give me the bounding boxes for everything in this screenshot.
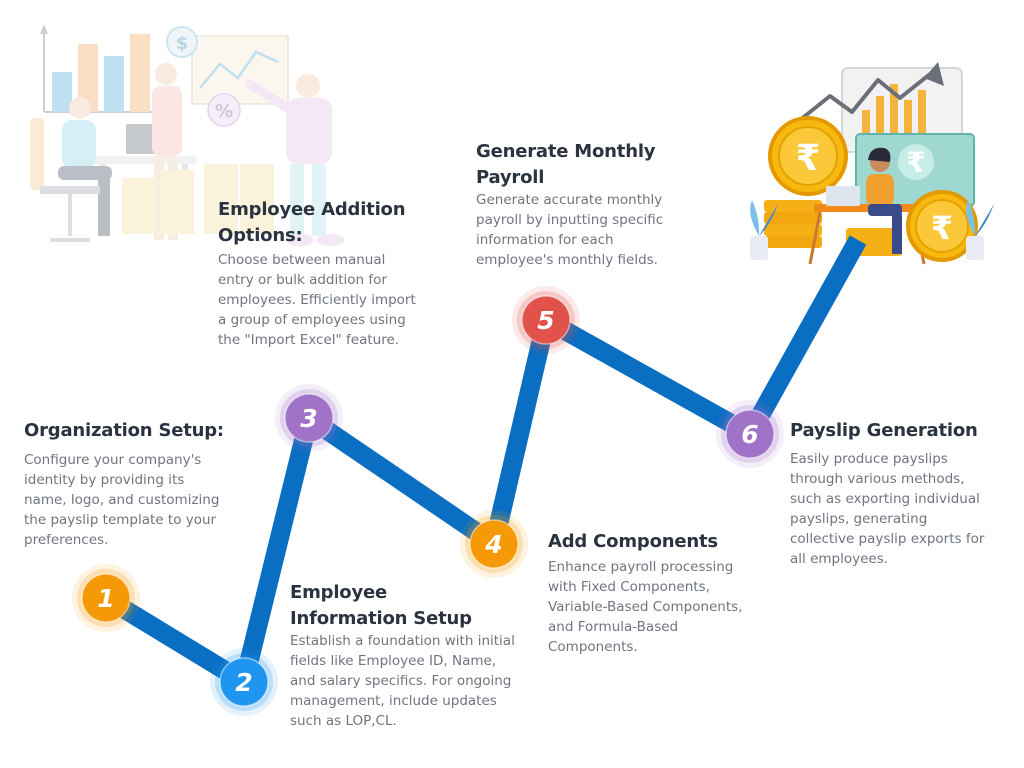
banknote-rupee-symbol: ₹: [906, 146, 925, 179]
step-5-title: Generate Monthly Payroll: [476, 141, 656, 188]
step-node-4: 4: [460, 510, 528, 578]
step-1-title: Organization Setup:: [24, 420, 224, 441]
step-6-description: Easily produce payslips through various …: [790, 451, 985, 567]
step-1-description: Configure your company's identity by pro…: [24, 452, 220, 548]
percent-symbol: %: [215, 101, 233, 122]
step-5-description: Generate accurate monthly payroll by inp…: [476, 192, 664, 268]
step-4-title: Add Components: [548, 531, 718, 552]
step-number-4: 4: [484, 530, 502, 559]
coin-rupee-symbol: ₹: [795, 138, 820, 179]
step-3-description: Choose between manual entry or bulk addi…: [218, 252, 416, 348]
step-4-description: Enhance payroll processing with Fixed Co…: [548, 559, 743, 655]
step-number-1: 1: [97, 584, 114, 613]
coin-rupee-symbol-small: ₹: [931, 209, 953, 247]
step-node-1: 1: [72, 564, 140, 632]
step-node-6: 6: [716, 400, 784, 468]
step-3-title: Employee Addition Options:: [218, 199, 406, 246]
payroll-coins-illustration: ₹ ₹ ₹: [750, 62, 994, 265]
step-number-5: 5: [537, 306, 554, 335]
step-6-title: Payslip Generation: [790, 420, 978, 441]
step-number-6: 6: [741, 420, 758, 449]
step-number-2: 2: [235, 668, 252, 697]
step-2-title: Employee Information Setup: [290, 582, 472, 629]
step-node-3: 3: [275, 384, 343, 452]
step-node-2: 2: [210, 648, 278, 716]
step-2-description: Establish a foundation with initial fiel…: [290, 633, 515, 729]
step-node-5: 5: [512, 286, 580, 354]
team-finance-illustration: $ %: [30, 24, 344, 246]
dollar-symbol: $: [176, 33, 189, 54]
step-number-3: 3: [300, 404, 317, 433]
